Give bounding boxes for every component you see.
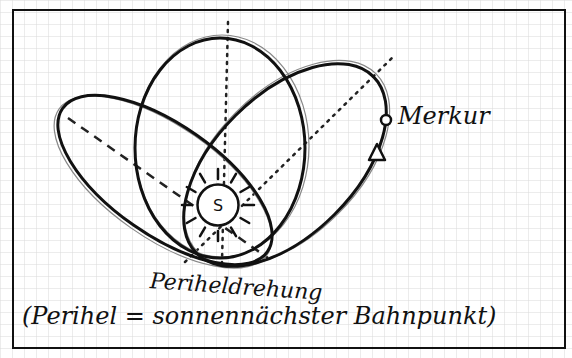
sun-rays: [182, 169, 254, 241]
orbit: [147, 27, 423, 303]
frame: [13, 10, 565, 348]
direction-arrow: [369, 144, 385, 160]
sun-ray: [187, 187, 196, 192]
sun-ray: [217, 169, 220, 179]
sun-ray: [241, 218, 250, 223]
sun-ray: [200, 174, 205, 183]
sun-ray: [217, 231, 220, 241]
sun-ray: [231, 228, 236, 237]
sun-ray: [231, 174, 236, 183]
sun-ray: [200, 228, 205, 237]
mercury-planet: [381, 115, 391, 125]
sun-ray: [182, 204, 192, 207]
orbit-sketch: [135, 35, 309, 257]
orbit-sketch: [27, 63, 299, 300]
sun-ray: [244, 204, 254, 207]
sun-ray: [187, 218, 196, 223]
sun-circle: S: [196, 183, 240, 227]
note-text: (Perihel = sonnennächster Bahnpunkt): [22, 302, 496, 330]
planet-label: Merkur: [398, 102, 490, 130]
sun-symbol: S: [196, 196, 240, 215]
orbit: [135, 38, 305, 258]
orbit-sketch: [147, 23, 427, 303]
sun-ray: [241, 187, 250, 192]
